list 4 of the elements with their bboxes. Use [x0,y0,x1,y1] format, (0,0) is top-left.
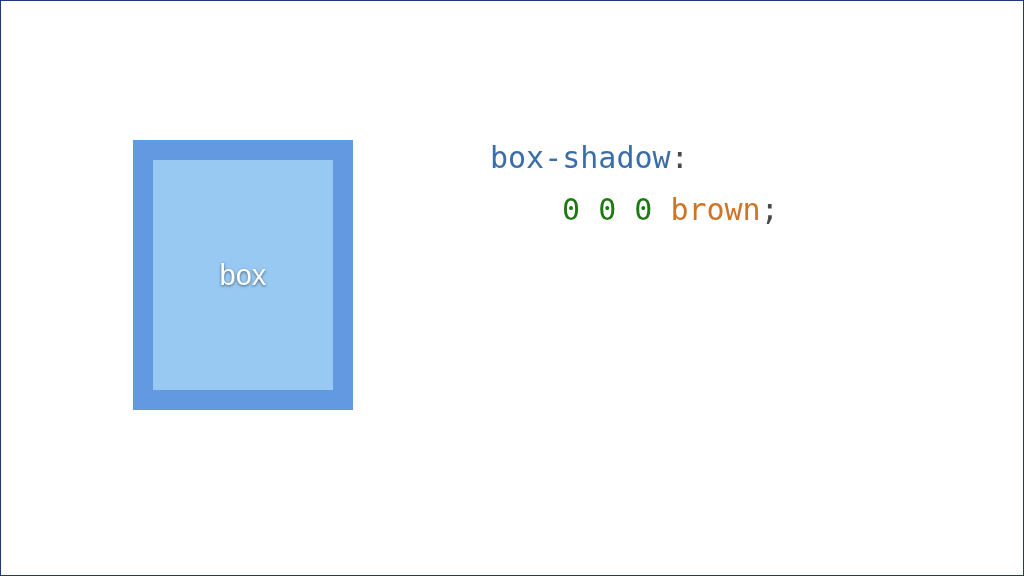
box-label: box [219,260,267,290]
code-line: box-shadow: [490,141,689,175]
code-line: 0 0 0 brown; [562,193,779,227]
square-box [133,140,353,410]
